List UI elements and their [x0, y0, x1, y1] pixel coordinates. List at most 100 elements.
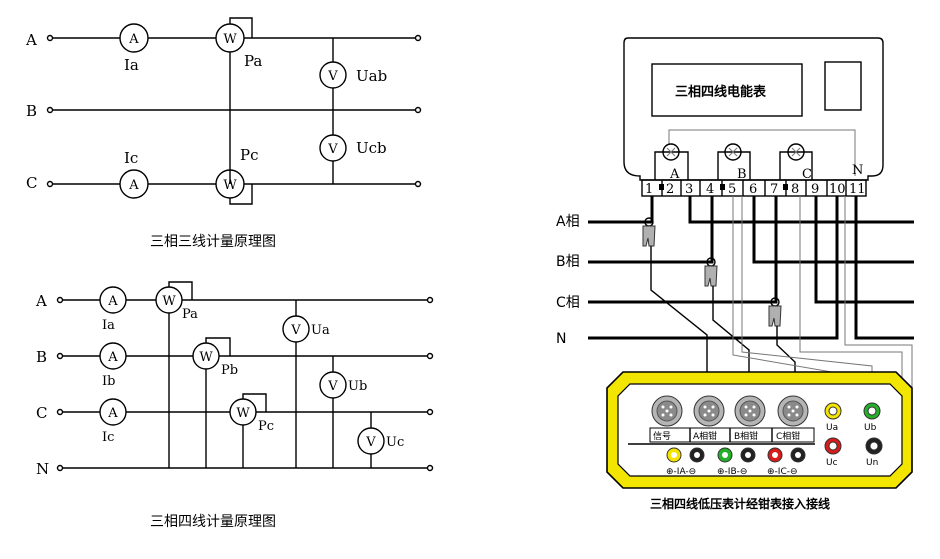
ammeter-ic-symbol: A	[107, 406, 118, 421]
phase-label-c: C	[26, 174, 37, 192]
phase-label-a: A	[25, 31, 37, 49]
terminal-5: 5	[728, 182, 736, 197]
phase-label-a: A	[35, 292, 47, 310]
ammeter-ia: A	[99, 286, 127, 314]
jack-un	[865, 437, 883, 455]
line-label-c: C相	[556, 295, 580, 311]
terminal-6: 6	[749, 182, 757, 197]
meter-wiring-diagram: 三相四线电能表 A B C N	[556, 37, 914, 511]
jack-label-ub: Ub	[864, 423, 877, 433]
wattmeter-pa: W	[155, 281, 193, 468]
line-label-b: B相	[556, 254, 580, 270]
clamp-b-icon	[704, 257, 718, 287]
input-label-ia: ⊕-IA-⊖	[666, 467, 696, 477]
line-n-in	[588, 196, 839, 340]
ammeter-ia-symbol: A	[107, 294, 118, 309]
terminal-10: 10	[829, 182, 846, 197]
energy-meter-body	[623, 37, 884, 181]
element-label-c: C	[802, 167, 812, 182]
wattmeter-pa: W	[215, 17, 253, 184]
voltmeter-uc-symbol: V	[365, 435, 376, 450]
ammeter-ia: A	[119, 23, 149, 53]
label-ic: Ic	[102, 430, 114, 445]
diagram-three-phase-three-wire: A B C A Ia A Ic W	[25, 17, 422, 250]
line-b-in	[588, 196, 714, 264]
label-pc: Pc	[240, 146, 259, 164]
phase-label-b: B	[36, 348, 47, 366]
clamp-a-port	[693, 395, 725, 427]
ammeter-ib: A	[99, 342, 127, 370]
element-label-b: B	[737, 167, 747, 182]
ammeter-ic: A	[119, 169, 149, 199]
ammeter-ia-symbol: A	[128, 32, 139, 47]
jack-ub	[863, 402, 881, 420]
voltmeter-uab-symbol: V	[327, 69, 338, 84]
meter-window	[824, 61, 862, 111]
meter-title: 三相四线电能表	[675, 84, 767, 100]
wattmeter-pa-symbol: W	[162, 294, 176, 309]
clamp-tester-device: 信号 A相钳 B相钳 C相钳 Ua Ub Uc	[606, 371, 913, 489]
label-pa: Pa	[244, 52, 262, 70]
label-pb: Pb	[221, 363, 238, 378]
voltmeter-ucb: V	[319, 134, 347, 162]
label-ia: Ia	[124, 56, 139, 74]
terminal-block: 1 2 3 4 5 6 7 8 9 10 11	[641, 179, 867, 197]
input-label-ic: ⊕-IC-⊖	[767, 467, 798, 477]
jack-label-uc: Uc	[826, 458, 838, 468]
label-pc: Pc	[258, 419, 274, 434]
line-b-out	[752, 196, 914, 264]
terminal-1: 1	[645, 182, 653, 197]
voltmeter-ua: V	[282, 315, 310, 343]
phase-label-n: N	[36, 460, 49, 478]
wattmeter-pc-symbol: W	[236, 406, 250, 421]
clamp-a-lead	[650, 246, 708, 405]
meter-element-a: A	[654, 143, 689, 182]
port-label-clamp-b: B相钳	[734, 430, 758, 442]
line-label-a: A相	[556, 214, 580, 230]
voltmeter-ub-symbol: V	[327, 379, 338, 394]
terminal-9: 9	[811, 182, 819, 197]
ammeter-ic: A	[99, 398, 127, 426]
label-uc: Uc	[386, 435, 404, 450]
label-ia: Ia	[102, 318, 115, 333]
wattmeter-pb-symbol: W	[199, 350, 213, 365]
ammeter-ic-symbol: A	[128, 178, 139, 193]
element-label-a: A	[669, 167, 680, 182]
input-label-ib: ⊕-IB-⊖	[717, 467, 747, 477]
wattmeter-pc-symbol: W	[223, 178, 237, 193]
line-n-out	[854, 196, 914, 340]
meter-display-panel	[651, 63, 803, 117]
wattmeter-pc: W	[229, 393, 267, 468]
line-c-in	[588, 196, 778, 304]
label-pa: Pa	[182, 307, 198, 322]
caption-four-wire: 三相四线计量原理图	[150, 514, 276, 530]
terminal-3: 3	[685, 182, 693, 197]
voltmeter-ub: V	[319, 371, 347, 399]
phase-label-b: B	[26, 102, 37, 120]
voltmeter-uab: V	[319, 61, 347, 89]
port-label-clamp-a: A相钳	[693, 430, 717, 442]
jack-label-un: Un	[866, 458, 878, 468]
signal-port	[651, 395, 683, 427]
meter-element-b: B	[717, 143, 751, 182]
port-label-clamp-c: C相钳	[776, 430, 800, 442]
wattmeter-pb: W	[192, 337, 231, 468]
jack-ua	[824, 402, 842, 420]
terminal-7: 7	[770, 182, 778, 197]
line-label-n: N	[556, 331, 566, 347]
wattmeter-pc: W	[215, 169, 253, 205]
jack-uc	[824, 437, 842, 455]
line-c-out	[814, 196, 914, 304]
line-a-in	[588, 196, 654, 224]
clamp-b-port	[734, 395, 766, 427]
label-ic: Ic	[124, 149, 138, 167]
label-ub: Ub	[348, 379, 367, 394]
terminal-11: 11	[849, 182, 866, 197]
label-ua: Ua	[311, 323, 330, 338]
caption-three-wire: 三相三线计量原理图	[150, 234, 276, 250]
diagram-three-phase-four-wire: A B C N A Ia A Ib	[35, 281, 434, 530]
terminal-4: 4	[706, 182, 714, 197]
meter-element-c: C	[779, 143, 813, 182]
voltmeter-ucb-symbol: V	[327, 142, 338, 157]
